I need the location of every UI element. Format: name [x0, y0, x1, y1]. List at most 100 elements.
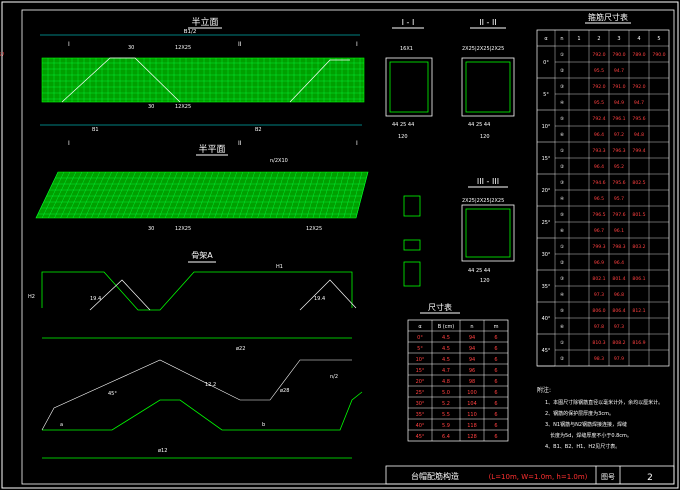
- rebar-table-cell: 789.0: [632, 52, 645, 58]
- section-mark-i-left: I: [68, 41, 70, 48]
- rebar-table-cell: 95.2: [614, 164, 624, 170]
- dim-table-cell: 110: [467, 412, 477, 418]
- rebar-table-angle: 20°: [542, 188, 551, 194]
- rebar-table-cell: ①: [560, 340, 564, 346]
- section2-outline: [461, 57, 515, 117]
- mesh-line: [349, 171, 363, 219]
- rebar-table-cell: 796.1: [612, 116, 625, 122]
- rebar-label-r1b: 19.4: [314, 296, 325, 302]
- note-line-2: 2、钢筋的保护层厚度为3cm。: [545, 410, 614, 417]
- mesh-line: [54, 171, 77, 219]
- mesh-line: [72, 171, 94, 219]
- dim-l-half: B1/2: [184, 29, 197, 35]
- rebar-table-cell: ④: [560, 196, 564, 202]
- dim-table-cell: 5.0: [442, 390, 450, 396]
- mesh-line: [158, 171, 178, 219]
- mesh-line: [134, 171, 154, 219]
- section-1: I - I 16X1 44 25 44 120: [385, 18, 433, 140]
- dim-table-cell: 4.5: [442, 346, 450, 352]
- title-block: 台帽配筋构造 (L=10m, W=1.0m, h=1.0m) 图号 2: [385, 465, 675, 485]
- mesh-line: [195, 171, 214, 219]
- rebar-bent-bar-2: [41, 359, 352, 431]
- rebar-table-angle: 15°: [542, 156, 551, 162]
- section2-title: II - II: [479, 18, 496, 27]
- dim-table-header: B (cm): [438, 324, 455, 330]
- rebar-table-cell: ③: [560, 276, 564, 282]
- mesh-line: [85, 171, 106, 219]
- rebar-table-cell: 96.5: [594, 196, 604, 202]
- rebar-table-cell: ⑥: [560, 324, 564, 330]
- section3-dim-s2: 2X25|2X25|2X25: [462, 198, 504, 204]
- rebar-table-cell: ①: [560, 148, 564, 154]
- mesh-line: [275, 171, 291, 219]
- rebar-table-cell: ④: [560, 100, 564, 106]
- section2-dim-bot: 44 25 44: [468, 122, 490, 128]
- dim-table-cell: 4.7: [442, 368, 450, 374]
- dim-table-cell: 5.2: [442, 401, 450, 407]
- rebar-table-cell: 796.5: [592, 212, 605, 218]
- rebar-table-cell: 97.9: [614, 356, 624, 362]
- mesh-line: [152, 171, 172, 219]
- section3-outline: [461, 204, 515, 262]
- rebar-label-h2: H2: [28, 294, 35, 300]
- mesh-line: [331, 171, 345, 219]
- stirrup-detail-1: [403, 195, 421, 217]
- section-mark-ii-bottom: II: [238, 140, 242, 147]
- rebar-table-header: 4: [637, 36, 640, 42]
- rebar-table-cell: ①: [560, 52, 564, 58]
- rebar-table-cell: 96.4: [594, 132, 604, 138]
- mesh-line: [251, 171, 267, 219]
- rebar-label-h1: H1: [276, 264, 283, 270]
- stirrup-detail-3: [403, 261, 421, 287]
- dim-table-body: α0°5°10°15°20°25°30°35°40°45°B (cm)4.54.…: [407, 319, 509, 442]
- section-mark-i-bottom: I: [68, 140, 70, 147]
- section3-stirrup: [465, 208, 511, 258]
- dim-table-cell: 6: [494, 335, 497, 341]
- plan-mesh: [35, 171, 369, 219]
- rebar-table-cell: 792.0: [592, 84, 605, 90]
- rebar-table-cell: 94.9: [614, 100, 624, 106]
- stirrup-detail-2: [403, 239, 421, 251]
- title-block-num-label: 图号: [601, 473, 615, 481]
- mesh-line: [165, 171, 184, 219]
- rebar-table-cell: 792.0: [632, 84, 645, 90]
- dim-table-cell: 6: [494, 423, 497, 429]
- mesh-line: [201, 171, 220, 219]
- mesh-line: [41, 171, 65, 219]
- rebar-table-cell: 96.1: [614, 228, 624, 234]
- mesh-line: [48, 171, 71, 219]
- section1-outline: [385, 57, 433, 117]
- rebar-table-cell: 792.4: [592, 116, 605, 122]
- rebar-table-cell: 96.9: [594, 260, 604, 266]
- title-block-spec: (L=10m, W=1.0m, h=1.0m): [489, 473, 588, 481]
- elevation-mesh: [42, 58, 364, 102]
- rebar-table-cell: 802.1: [592, 276, 605, 282]
- dim-table-cell: 5.9: [442, 423, 450, 429]
- section1-dim-s1: 16X1: [400, 46, 413, 52]
- rebar-table-cell: 97.2: [614, 132, 624, 138]
- plan-dim-c: 12X25: [306, 226, 322, 232]
- rebar-table-cell: 799.4: [632, 148, 645, 154]
- rebar-label-a2: n/2: [330, 374, 338, 380]
- rebar-table-cell: ⑤: [560, 308, 564, 314]
- dim-d3: 30: [148, 104, 154, 110]
- section1-stirrup: [389, 61, 429, 113]
- mesh-line: [220, 171, 238, 219]
- rebar-label-phi12: ø12: [158, 448, 167, 454]
- rebar-n3-shape: [299, 279, 357, 311]
- dim-table-cell: 25°: [416, 390, 425, 396]
- section2-dim-s2: 2X25|2X25|2X25: [462, 46, 504, 52]
- dim-table: 尺寸表 α0°5°10°15°20°25°30°35°40°45°B (cm)4…: [407, 302, 509, 442]
- rebar-table-cell: 806.0: [592, 308, 605, 314]
- mesh-line: [140, 171, 160, 219]
- mesh-line: [325, 171, 339, 219]
- rebar-table-cell: ③: [560, 180, 564, 186]
- dim-table-cell: 98: [469, 379, 475, 385]
- rebar-table-cell: 95.5: [594, 68, 604, 74]
- mesh-line: [238, 171, 255, 219]
- dim-table-cell: 118: [467, 423, 477, 429]
- rebar-table-angle: 40°: [542, 316, 551, 322]
- plan-view: 半平面 n/2X10 30 12X25 12X25: [35, 143, 369, 232]
